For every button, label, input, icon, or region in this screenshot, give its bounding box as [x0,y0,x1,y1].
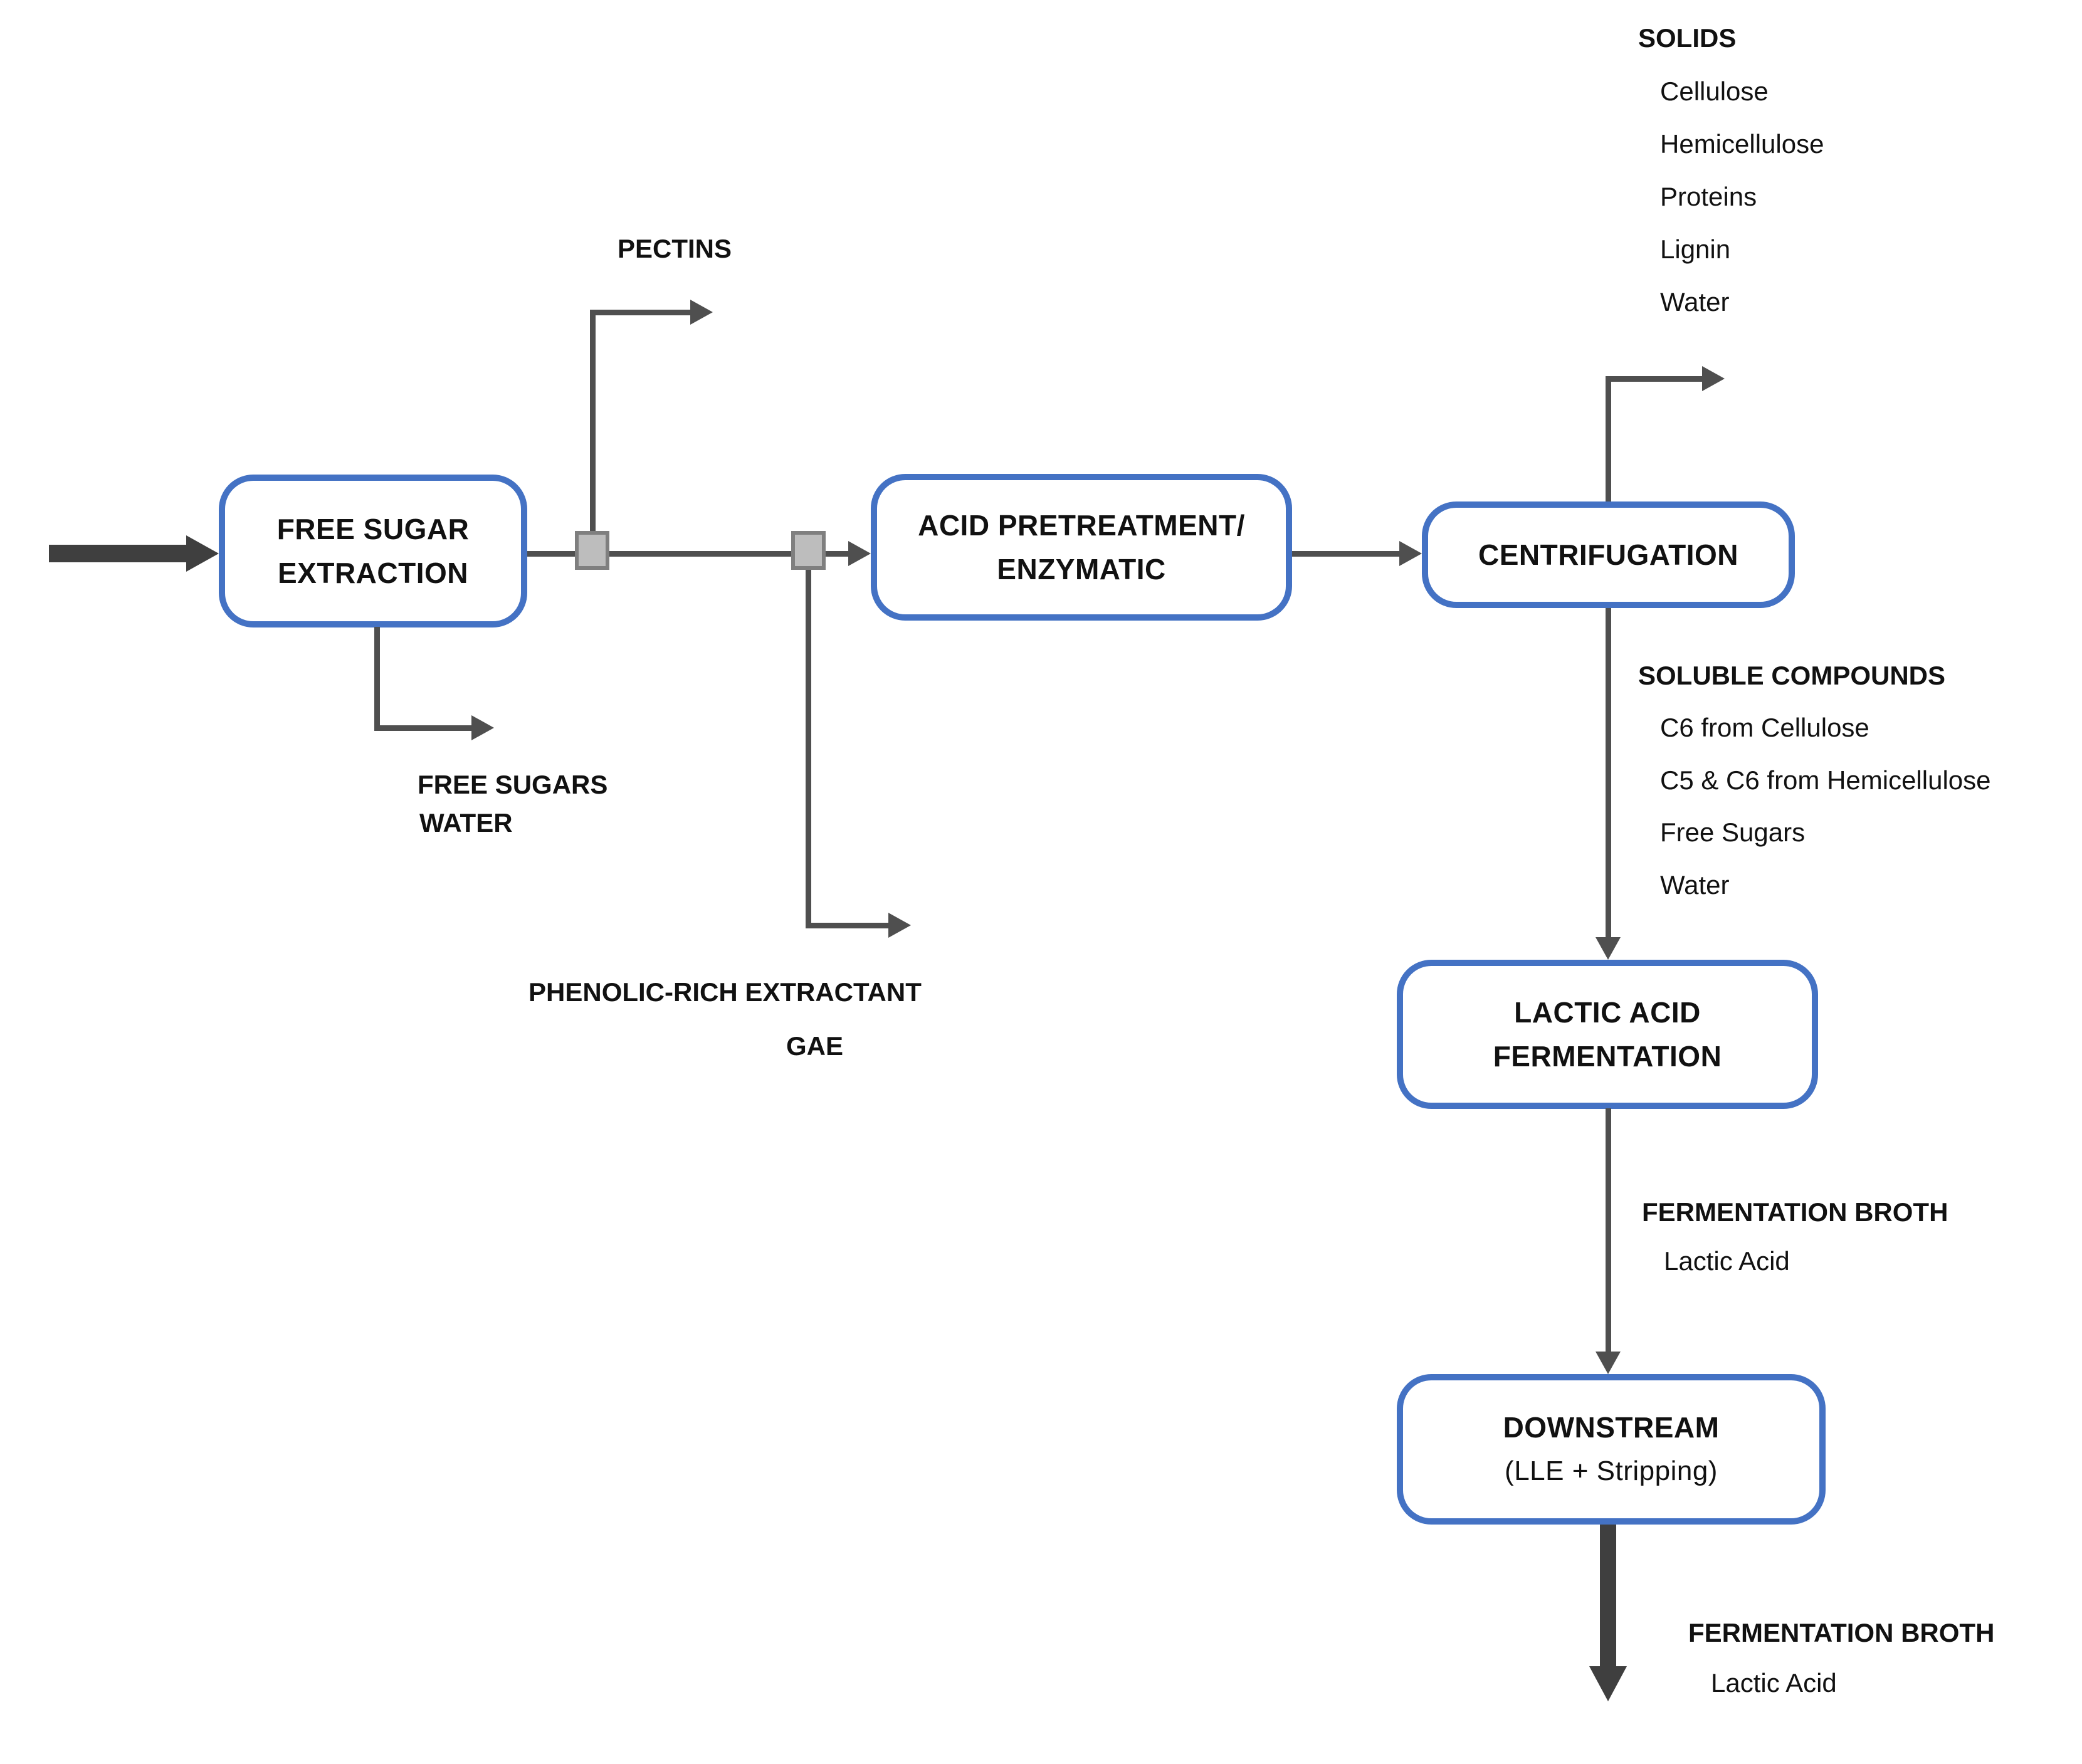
lactic-acid-fermentation-box: LACTIC ACID FERMENTATION [1397,960,1818,1109]
pectins-label: PECTINS [618,234,732,263]
lactic-acid-fermentation-label-line1: LACTIC ACID [1514,996,1701,1029]
downstream-label-line2: (LLE + Stripping) [1505,1456,1718,1486]
soluble-item-c5c6-hemicellulose: C5 & C6 from Hemicellulose [1660,765,1991,795]
solids-branch-vertical [1606,379,1611,501]
free-sugar-extraction-label-line2: EXTRACTION [278,557,468,589]
free-sugar-extraction-label-line1: FREE SUGAR [276,513,470,545]
acid-pretreatment-box: ACID PRETREATMENT/ ENZYMATIC [871,474,1292,621]
pectins-branch-horizontal [590,310,690,315]
pectins-branch-vertical [590,312,596,534]
lactic-acid-fermentation-label-line2: FERMENTATION [1493,1040,1722,1073]
freesugars-branch-vertical [374,627,380,728]
soluble-compounds-title: SOLUBLE COMPOUNDS [1638,661,1946,690]
product-output-arrowhead-icon [1589,1666,1627,1701]
phenolic-branch-vertical [806,570,811,926]
fermentation-broth-mid-item: Lactic Acid [1664,1246,1790,1276]
solids-arrowhead-icon [1702,366,1725,391]
soluble-item-c6-cellulose: C6 from Cellulose [1660,713,1869,742]
acid-pretreatment-label-line2: ENZYMATIC [997,553,1166,585]
freesugars-branch-horizontal [374,725,471,731]
soluble-item-water: Water [1660,870,1730,900]
downstream-label-line1: DOWNSTREAM [1503,1411,1720,1444]
phenolic-gae-label: GAE [786,1031,844,1061]
solids-title: SOLIDS [1638,23,1737,53]
fermentation-broth-out-item: Lactic Acid [1711,1668,1837,1698]
feed-input-arrow-body [49,545,186,562]
soluble-item-free-sugars: Free Sugars [1660,817,1806,847]
arrowhead-into-downstream-icon [1596,1352,1621,1374]
freesugars-label: FREE SUGARS [418,770,608,799]
solids-item-cellulose: Cellulose [1660,76,1769,106]
line-freesugar-to-acid [527,551,848,557]
fermentation-broth-mid-title: FERMENTATION BROTH [1642,1197,1948,1227]
stream-connector-square-1 [575,531,609,570]
acid-pretreatment-label-line1: ACID PRETREATMENT/ [918,509,1245,542]
phenolic-arrowhead-icon [888,913,911,938]
solids-branch-horizontal [1606,376,1702,382]
pectins-arrowhead-icon [690,300,713,325]
solids-item-lignin: Lignin [1660,234,1731,264]
arrowhead-into-fermentation-icon [1596,937,1621,960]
solids-item-water: Water [1660,287,1730,317]
line-centrifugation-to-fermentation [1606,608,1611,937]
arrowhead-into-acid-icon [848,541,871,566]
solids-item-proteins: Proteins [1660,182,1757,211]
freesugars-arrowhead-icon [471,715,494,740]
line-acid-to-centrifugation [1292,551,1399,557]
line-fermentation-to-downstream [1606,1108,1611,1352]
centrifugation-box: CENTRIFUGATION [1422,501,1795,608]
centrifugation-label: CENTRIFUGATION [1478,538,1738,571]
product-output-arrow-body [1600,1525,1616,1666]
phenolic-branch-horizontal [806,923,888,928]
freesugars-water-label: WATER [419,808,513,837]
phenolic-extractant-label: PHENOLIC-RICH EXTRACTANT [528,977,922,1007]
solids-item-hemicellulose: Hemicellulose [1660,129,1824,159]
feed-input-arrowhead-icon [186,535,219,572]
free-sugar-extraction-box: FREE SUGAR EXTRACTION [219,475,527,627]
stream-connector-square-2 [791,531,826,570]
arrowhead-into-centrifugation-icon [1399,541,1422,566]
downstream-box: DOWNSTREAM (LLE + Stripping) [1397,1374,1826,1525]
fermentation-broth-out-title: FERMENTATION BROTH [1688,1618,1995,1647]
